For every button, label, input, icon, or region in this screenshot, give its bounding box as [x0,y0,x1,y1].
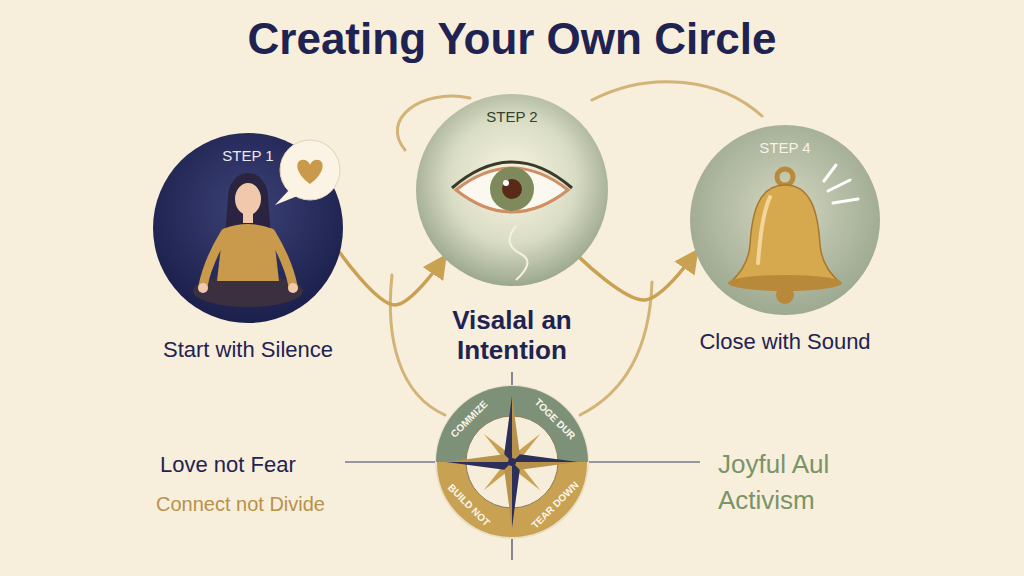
circle-outline [416,94,608,286]
eyelid [452,162,572,188]
step-label: Visalal an Intention [412,306,612,366]
compass-point [446,462,512,470]
compass-point [512,462,578,470]
bell-shine [758,197,770,263]
heart-icon [297,160,322,184]
arm [203,233,225,286]
compass-point [446,454,512,462]
pupil [502,179,522,199]
bell-loop [777,169,793,185]
sound-line [828,180,850,191]
iris [490,167,534,211]
eye-highlight [503,180,509,186]
title: Creating Your Own Circle [0,14,1024,64]
compass-point [504,396,512,462]
circle-outline [690,125,880,315]
motto-label: Joyful Aul Activism [718,446,868,519]
motto-label: Love not Fear [160,450,400,481]
step-circle: STEP 1Start with Silence [153,133,343,323]
step-circle: STEP 2Visalal an Intention [416,94,608,286]
bell-body [730,185,840,283]
step-number: STEP 1 [153,147,343,164]
compass-point [512,454,578,462]
arm [271,233,293,286]
step-label: Close with Sound [655,329,915,354]
motto-label: Connect not Divide [156,490,396,518]
compass-node: COMMIZETOGE DURBUILD NOTTEAR DOWN [436,386,588,538]
step-circle: STEP 4Close with Sound [690,125,880,315]
sound-line [824,165,836,181]
compass-ring [436,386,588,462]
flow-arrow [580,252,696,300]
compass-point [512,462,520,528]
flow-arrow [340,253,444,305]
step-number: STEP 4 [690,139,880,156]
hand [198,283,208,293]
sound-line [833,199,858,203]
compass-point [512,396,520,462]
hair [228,173,268,221]
circle-outline [153,133,343,323]
step-number: STEP 2 [416,108,608,125]
bell-clapper [776,286,794,304]
speech-bubble-tail [275,189,300,205]
thread-line [510,226,528,280]
hand [288,283,298,293]
face [235,183,261,215]
swoosh [390,275,445,415]
compass-point [504,462,512,528]
compass-center [508,458,516,466]
compass-shape [436,386,588,538]
step-label: Start with Silence [118,337,378,362]
compass-ring [436,386,588,538]
swoosh [580,282,652,415]
swoosh [592,82,762,116]
